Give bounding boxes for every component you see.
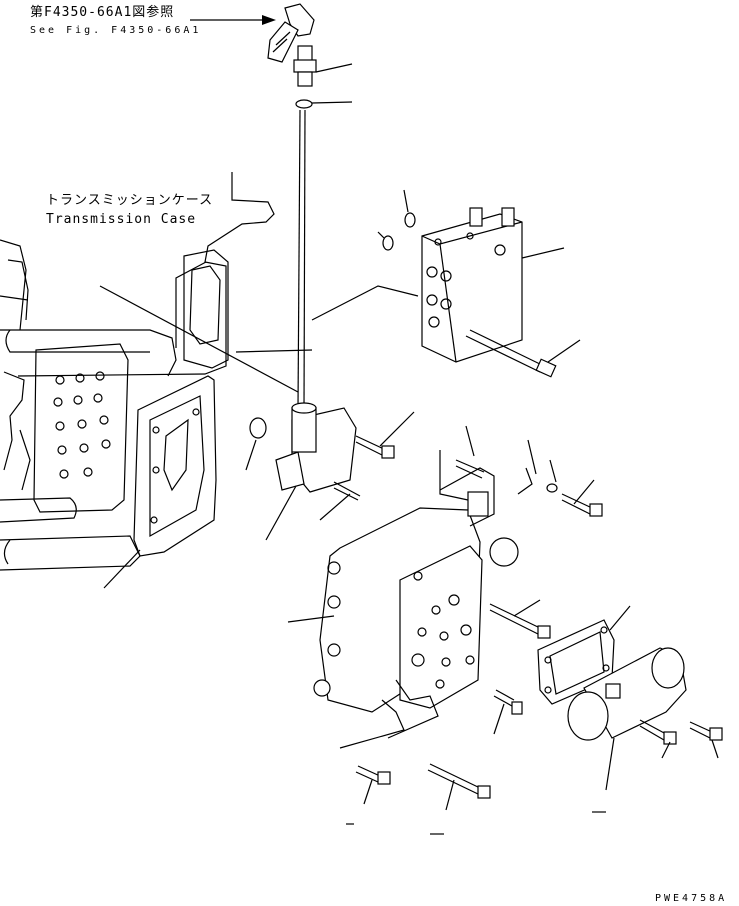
- control-valve-assembly: [287, 467, 519, 749]
- callout-dashes: [346, 811, 606, 835]
- middle-valve: [245, 402, 415, 541]
- reference-label-jp: 第F4350-66A1図参照: [30, 5, 175, 20]
- case-plate-holes: [53, 371, 111, 479]
- case-label-en: Transmission Case: [46, 212, 197, 227]
- drawing-code: PWE4758A: [655, 893, 728, 904]
- assembly-bolts: [355, 425, 603, 811]
- upper-valve-block: [235, 189, 581, 378]
- transmission-case: [0, 172, 299, 571]
- reference-leader-arrow: [190, 15, 276, 25]
- solenoid-valve: [567, 647, 723, 791]
- reference-label-en: See Fig. F4350-66A1: [30, 25, 202, 36]
- gasket: [103, 375, 217, 589]
- case-label-jp: トランスミッションケース: [46, 193, 214, 208]
- o-ring: [295, 99, 353, 109]
- oil-pipe: [297, 109, 306, 409]
- elbow-fitting: [267, 3, 315, 63]
- connector-nipple: [293, 45, 353, 87]
